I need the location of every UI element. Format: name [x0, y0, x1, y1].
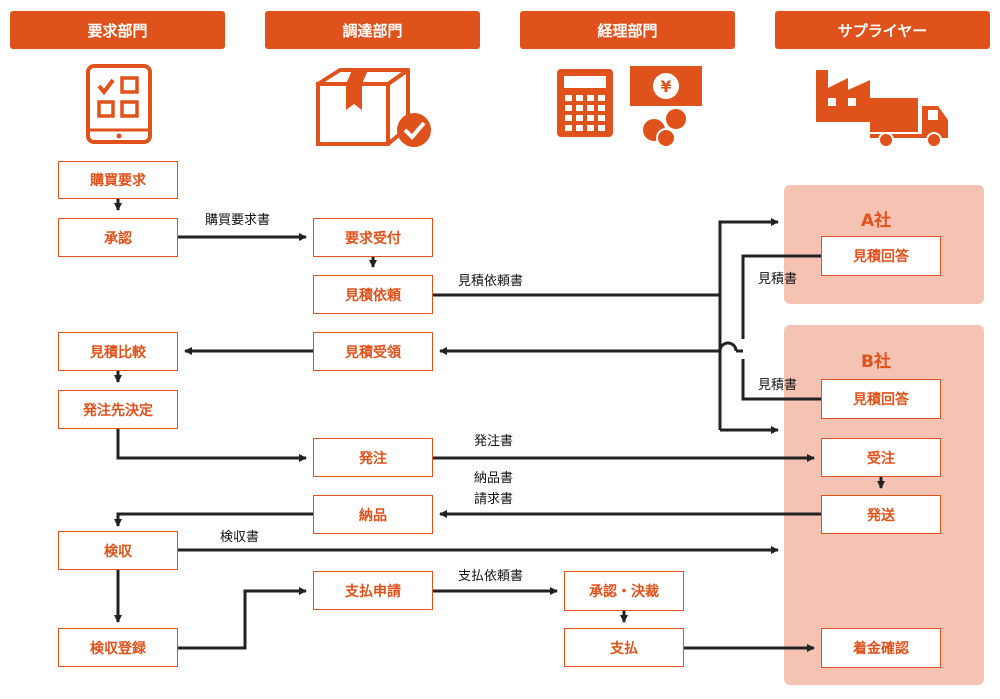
step-approval-decision: 承認・決裁: [564, 571, 684, 611]
yen-bill-icon: ¥: [630, 66, 702, 148]
supplier-b-label: B社: [861, 352, 891, 372]
step-payment-application: 支払申請: [313, 571, 433, 610]
tablet-checklist-icon: [86, 64, 152, 144]
step-shipping: 発送: [821, 495, 941, 534]
step-b-quote-reply: 見積回答: [821, 379, 941, 419]
step-payment: 支払: [564, 628, 684, 667]
header-accounting: 経理部門: [520, 11, 735, 49]
step-delivery: 納品: [313, 495, 433, 534]
step-inspection-register: 検収登録: [58, 628, 178, 667]
header-supplier: サプライヤー: [775, 11, 990, 49]
step-approve: 承認: [58, 218, 178, 257]
step-inspection: 検収: [58, 531, 178, 570]
doc-quote-request: 見積依頼書: [458, 274, 524, 289]
step-purchase-request: 購買要求: [58, 161, 178, 199]
step-order: 発注: [313, 438, 433, 477]
svg-text:¥: ¥: [660, 77, 671, 96]
truck-icon: [870, 98, 948, 148]
factory-icon: [816, 70, 870, 122]
step-a-quote-reply: 見積回答: [821, 236, 941, 276]
header-procurement: 調達部門: [265, 11, 480, 49]
step-payment-confirm: 着金確認: [821, 628, 941, 668]
step-quote-compare: 見積比較: [58, 332, 178, 371]
doc-delivery: 納品書: [474, 471, 514, 486]
step-quote-received: 見積受領: [313, 332, 433, 371]
calculator-icon: [557, 69, 613, 137]
doc-purchase-request: 購買要求書: [205, 213, 271, 228]
doc-inspection: 検収書: [220, 530, 260, 545]
doc-payment-request: 支払依頼書: [458, 569, 524, 584]
doc-quote-a: 見積書: [758, 272, 798, 287]
step-order-received: 受注: [821, 438, 941, 477]
step-request-received: 要求受付: [313, 218, 433, 257]
header-requester: 要求部門: [10, 11, 225, 49]
step-vendor-decision: 発注先決定: [58, 390, 178, 429]
step-quote-request: 見積依頼: [313, 275, 433, 314]
doc-invoice: 請求書: [474, 492, 514, 507]
doc-quote-b: 見積書: [758, 378, 798, 393]
doc-order: 発注書: [474, 434, 514, 449]
supplier-a-label: A社: [861, 211, 892, 231]
box-check-icon: [316, 68, 431, 147]
